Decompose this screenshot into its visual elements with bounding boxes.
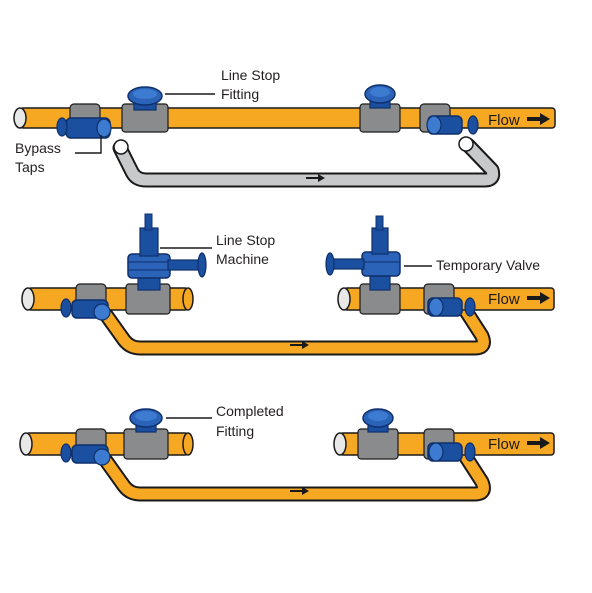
temporary-valve (325, 215, 401, 315)
stage-1: Flow Line Stop Fitting Bypass Taps (13, 67, 556, 188)
valve-handle-icon (197, 252, 207, 278)
flow-label: Flow (488, 291, 520, 308)
label-fitting: Fitting (216, 423, 254, 439)
flow-arrow-icon (290, 487, 309, 495)
flow-label: Flow (488, 436, 520, 453)
label-line-stop: Line Stop (221, 67, 280, 83)
line-stop-fitting-left (121, 86, 169, 133)
bypass-tap-left (60, 298, 111, 321)
flow-label: Flow (488, 112, 520, 129)
flow-arrow-icon (290, 341, 309, 349)
completed-fitting-right (357, 408, 399, 460)
flow-arrow-icon (527, 437, 550, 449)
flow-arrow-icon (306, 174, 325, 182)
bypass-tap-right (426, 115, 479, 135)
line-stop-machine (125, 213, 207, 315)
stage-3: Flow Completed Fitting (19, 403, 555, 502)
bypass-tap-right (427, 297, 476, 317)
completed-fitting-left (123, 408, 169, 460)
label-fitting: Fitting (221, 86, 259, 102)
label-completed: Completed (216, 403, 284, 419)
line-stop-fitting-right (359, 84, 401, 133)
bypass-tap-left (56, 117, 112, 139)
valve-handle-icon (325, 252, 335, 276)
label-bypass: Bypass (15, 140, 61, 156)
bypass-tap-left (60, 443, 111, 466)
stage-2: Flow Line Stop Machine Temporary Valve (21, 213, 555, 356)
label-machine: Machine (216, 251, 269, 267)
label-line-stop: Line Stop (216, 232, 275, 248)
flow-arrow-icon (527, 113, 550, 125)
bypass-tap-right (427, 442, 476, 462)
label-temporary-valve: Temporary Valve (436, 257, 540, 273)
label-taps: Taps (15, 159, 45, 175)
flow-arrow-icon (527, 292, 550, 304)
